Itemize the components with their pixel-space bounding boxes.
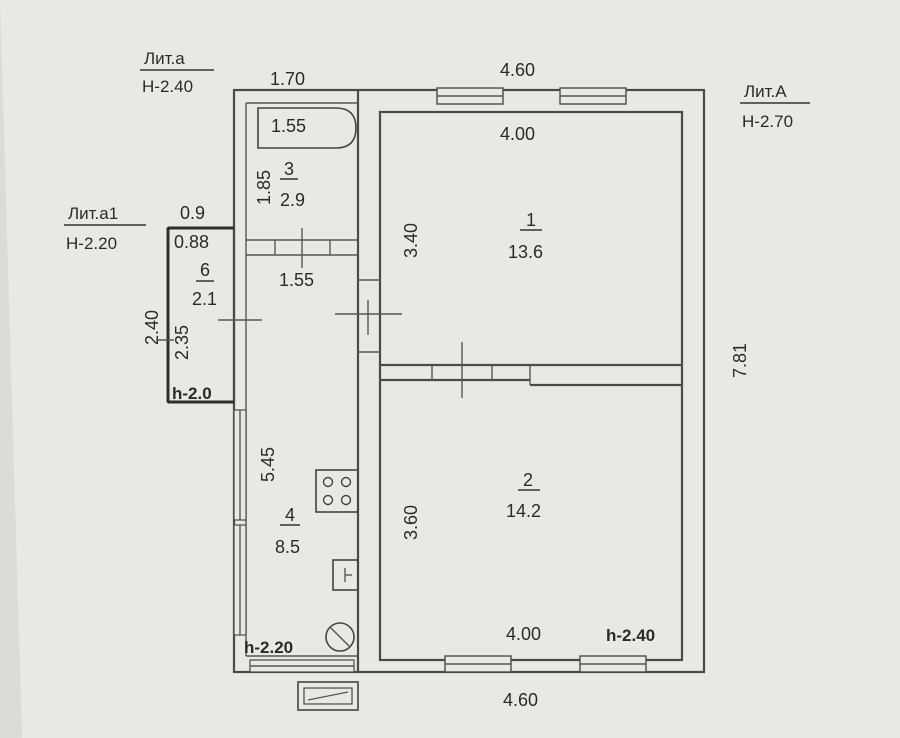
dim-room3-width: 1.55 [271,116,306,136]
window-veranda-left-bottom [233,524,247,636]
dim-bottom: 4.60 [503,690,538,710]
room2-ceiling: h-2.40 [606,626,655,645]
window-bottom-left [444,655,512,673]
dim-right-side: 7.81 [730,343,750,378]
window-top-right [559,87,627,105]
room3-area: 2.9 [280,190,305,210]
dim-room6-inner-height: 2.35 [172,325,192,360]
lit-a1-height: Н-2.20 [66,234,117,253]
room2-area: 14.2 [506,501,541,521]
room6-ceiling: h-2.0 [172,384,212,403]
lit-A-height: Н-2.70 [742,112,793,131]
room2-number: 2 [523,470,533,490]
window-top-left [436,87,504,105]
lit-a-height: Н-2.40 [142,77,193,96]
bathtub-icon [257,107,357,149]
room6-area: 2.1 [192,289,217,309]
lit-a1-name: Лит.а1 [68,204,118,223]
window-bottom-right [579,655,647,673]
room4-area: 8.5 [275,537,300,557]
stove-icon [315,469,359,513]
room4-ceiling: h-2.20 [244,638,293,657]
window-veranda-bottom [249,659,355,673]
dim-room3-height: 1.85 [254,170,274,205]
dim-room4-height: 5.45 [258,447,278,482]
window-veranda-left-top [233,409,247,521]
room1-area: 13.6 [508,242,543,262]
room3-number: 3 [284,159,294,179]
lit-a-name: Лит.а [144,49,185,68]
dim-room6-inner-width: 0.88 [174,232,209,252]
dim-top-right: 4.60 [500,60,535,80]
dim-room1-height: 3.40 [401,223,421,258]
radiator-icon [297,681,359,711]
boiler-icon [325,622,355,652]
dim-room6-outer-width: 0.9 [180,203,205,223]
dim-room2-width: 4.00 [506,624,541,644]
room1-number: 1 [526,210,536,230]
dim-room1-width: 4.00 [500,124,535,144]
dim-room2-height: 3.60 [401,505,421,540]
room4-number: 4 [285,505,295,525]
dim-room4-width: 1.55 [279,270,314,290]
dim-top-left: 1.70 [270,69,305,89]
lit-A-name: Лит.А [744,82,787,101]
room6-number: 6 [200,260,210,280]
sink-icon [332,559,359,591]
dim-room6-outer-height: 2.40 [142,310,162,345]
